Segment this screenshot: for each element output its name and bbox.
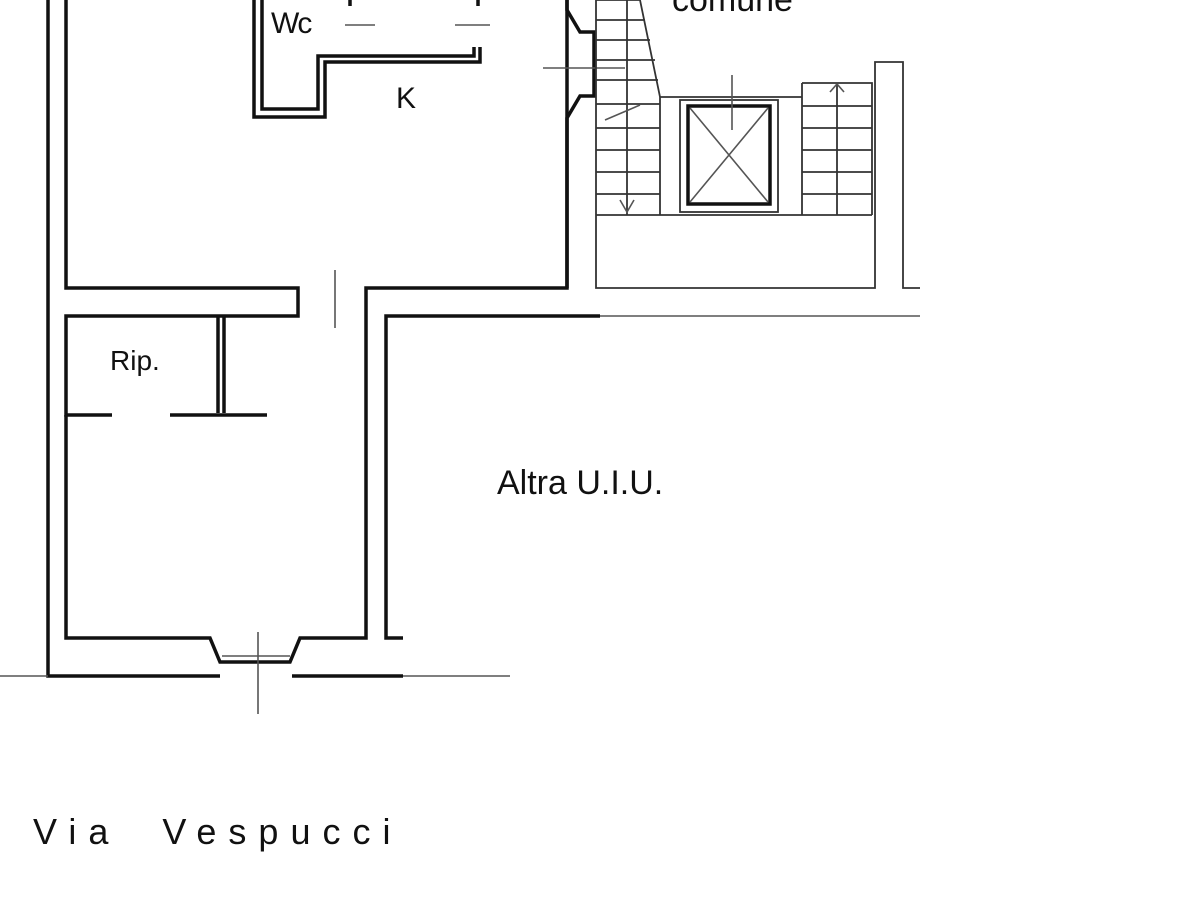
room-label-storage: Rip. [110,345,160,376]
stair-right [801,82,873,215]
other-unit-wall [384,314,600,640]
apartment-entry [565,0,596,288]
elevator-shaft [679,99,779,213]
street-label: Via Vespucci [33,811,403,852]
stair-left-steps [596,19,660,195]
inner-wall-lower [64,0,569,664]
elevator-cross [689,75,769,203]
wc-wall-outer [252,0,482,119]
stair-up-arrow [829,82,845,93]
wc-wall-inner [260,0,476,111]
room-label-wc: Wc [271,7,312,40]
stair-enclosure [595,0,920,289]
stair-arrows [604,104,641,214]
room-label-other-unit: Altra U.I.U. [497,464,664,502]
storage-partition [216,316,226,413]
stair-right-steps [802,105,872,195]
room-label-common: comune [672,0,793,19]
wc-jambs [348,0,480,6]
elevator-cab [686,104,772,206]
room-label-kitchen: K [396,82,417,115]
stair-left [596,0,872,216]
